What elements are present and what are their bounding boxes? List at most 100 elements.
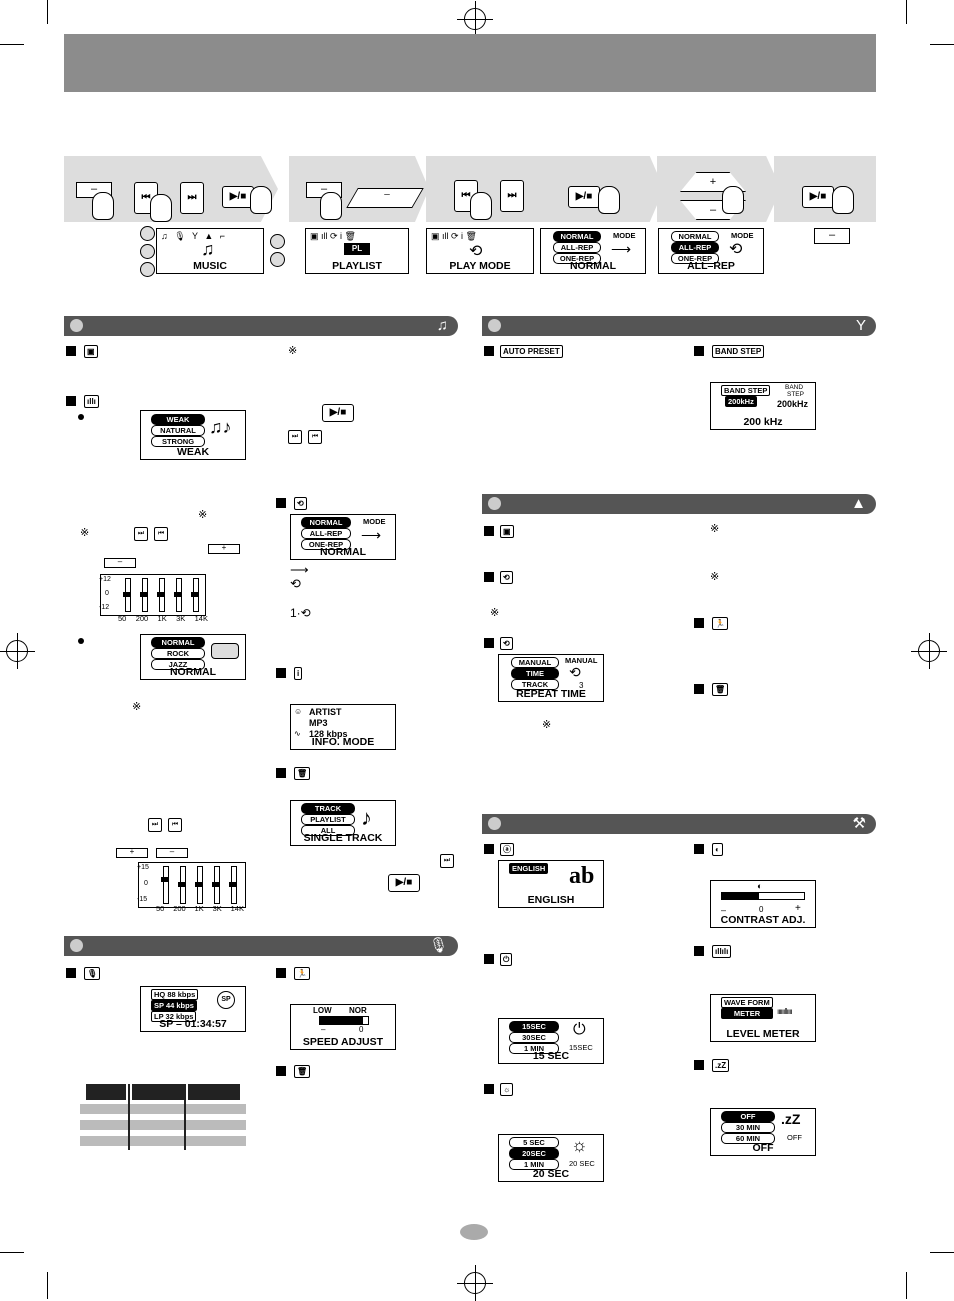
- repeat-icon: ⟲: [294, 497, 307, 510]
- mode-option: ONE-REP: [301, 539, 351, 550]
- prev-track-button[interactable]: ⏮: [154, 527, 168, 541]
- next-track-button[interactable]: ⏭: [180, 182, 204, 214]
- press-hand-icon: [470, 192, 492, 220]
- lcd-caption: SPEED ADJUST: [302, 1036, 384, 1048]
- eq-scale-label: 0: [105, 590, 109, 597]
- music-note-icon: ♪: [361, 805, 372, 830]
- bullet-square: [276, 768, 286, 778]
- lcd-auto-power-off: 15SEC 30SEC 1 MIN ⏻ 15SEC 15 SEC: [498, 1018, 604, 1064]
- power-option: 30SEC: [509, 1032, 559, 1043]
- minus-key[interactable]: –: [104, 558, 136, 568]
- meter-option: WAVE FORM: [721, 997, 773, 1008]
- section-dot: [488, 497, 501, 510]
- minus-key[interactable]: –: [156, 848, 188, 858]
- registration-mark-right: [911, 633, 947, 669]
- section-dot: [488, 319, 501, 332]
- play-stop-button[interactable]: ▶/■: [222, 186, 254, 208]
- lcd-caption: 20 SEC: [532, 1168, 570, 1180]
- sleep-option: 60 MIN: [721, 1133, 775, 1144]
- lcd-eq-level: WEAK NATURAL STRONG ♫♪ WEAK: [140, 410, 246, 460]
- speed-minus-label: –: [321, 1025, 326, 1034]
- plus-key[interactable]: +: [208, 544, 240, 554]
- section-bar-settings: ⚒: [482, 814, 876, 834]
- page-number-oval: [460, 1224, 488, 1240]
- section-bar-fm: Y: [482, 316, 876, 336]
- graduation-cap-icon: ▲: [851, 495, 866, 512]
- quality-option: LP 32 kbps: [151, 1011, 197, 1022]
- wrench-icon: ⚒: [852, 815, 866, 832]
- next-track-button[interactable]: ⏭: [148, 818, 162, 832]
- crop-mark: [0, 1252, 24, 1253]
- arrow-icon: ⟶: [611, 241, 632, 257]
- bullet-square: [484, 844, 494, 854]
- mode-option: NORMAL: [553, 231, 601, 242]
- contrast-zero-label: 0: [759, 905, 764, 914]
- jog-slide-icon[interactable]: –: [346, 188, 424, 208]
- press-hand-icon: [92, 192, 114, 220]
- eq-slider-knob[interactable]: [178, 882, 186, 887]
- play-stop-button[interactable]: ▶/■: [568, 186, 600, 208]
- eq-scale-label: -12: [99, 604, 110, 611]
- eq-band-label: 200: [135, 614, 149, 623]
- trash-icon: 🗑: [712, 683, 729, 696]
- press-hand-icon: [598, 186, 620, 214]
- band-step-option: BAND STEP: [721, 385, 771, 396]
- next-track-button[interactable]: ⏭: [134, 527, 148, 541]
- music-note-icon: ♫: [201, 239, 215, 259]
- sun-icon: ☼: [571, 1135, 588, 1155]
- repeat-icon: ⟲: [729, 241, 743, 258]
- eq-slider-knob[interactable]: [123, 592, 131, 597]
- power-side-label: 15SEC: [569, 1043, 593, 1052]
- callout-circle: [140, 262, 155, 277]
- eq-slider-knob[interactable]: [174, 592, 182, 597]
- lcd-caption: NORMAL: [569, 260, 617, 272]
- lcd-eq-preset: NORMAL ROCK JAZZ NORMAL: [140, 634, 246, 680]
- eq-slider-knob[interactable]: [212, 882, 220, 887]
- eq-slider-knob[interactable]: [229, 882, 237, 887]
- trash-icon: 🗑: [294, 1065, 311, 1078]
- bullet-square: [66, 346, 76, 356]
- mode-label: MODE: [731, 231, 754, 240]
- lcd-all-rep: NORMAL ALL-REP ONE-REP MODE ⟲ ALL–REP: [658, 228, 764, 274]
- eq-scale-label: -15: [137, 896, 148, 903]
- level-meter-icon: ıllılı: [712, 945, 732, 958]
- eq-band-label: 3K: [212, 904, 222, 913]
- band-side-label: BAND: [785, 384, 804, 391]
- section-bar-music: ♫: [64, 316, 458, 336]
- normal-mode-icon: ⟶: [290, 562, 309, 577]
- mode-label: MODE: [613, 231, 636, 240]
- bullet-dot: [78, 638, 84, 644]
- bullet-square: [694, 1060, 704, 1070]
- eq-slider-knob[interactable]: [195, 882, 203, 887]
- bullet-dot: [78, 414, 84, 420]
- power-option: 15SEC: [509, 1021, 559, 1032]
- meter-bars-icon: ıııııı‖ıııı: [777, 1007, 793, 1016]
- lcd-music: ♫ 🎙 Y ▲ ⌐ ♫ MUSIC: [156, 228, 264, 274]
- play-stop-button[interactable]: ▶/■: [802, 186, 834, 208]
- play-stop-button[interactable]: ▶/■: [388, 874, 420, 892]
- eq-slider-knob[interactable]: [140, 592, 148, 597]
- eq-slider-track[interactable]: [163, 866, 169, 904]
- bullet-square: [694, 346, 704, 356]
- eq-slider-knob[interactable]: [191, 592, 199, 597]
- lcd-repeat-time: MANUAL TIME TRACK MANUAL ⟲ 3 REPEAT TIME: [498, 654, 604, 702]
- minus-button[interactable]: –: [814, 228, 850, 244]
- eq-slider-knob[interactable]: [161, 877, 169, 883]
- next-track-button[interactable]: ⏭: [500, 180, 524, 212]
- eq-slider-knob[interactable]: [157, 592, 165, 597]
- plus-key[interactable]: +: [116, 848, 148, 858]
- prev-track-button[interactable]: ⏮: [168, 818, 182, 832]
- lcd-backlight: 5 SEC 20SEC 1 MIN ☼ 20 SEC 20 SEC: [498, 1134, 604, 1182]
- prev-track-button[interactable]: ⏮: [308, 430, 322, 444]
- lcd-info-mode: ARTIST MP3 128 kbps ☺ ∿ INFO. MODE: [290, 704, 396, 750]
- eq-band-label: 1K: [157, 614, 167, 623]
- one-repeat-icon: 1·⟲: [290, 606, 311, 620]
- next-track-button[interactable]: ⏭: [288, 430, 302, 444]
- lcd-caption: 200 kHz: [743, 416, 783, 428]
- mode-option: ALL-REP: [553, 242, 601, 253]
- next-track-button[interactable]: ⏭: [440, 854, 454, 868]
- crop-mark: [0, 44, 24, 45]
- press-hand-icon: [250, 186, 272, 214]
- registration-mark-bottom: [457, 1265, 493, 1301]
- play-stop-button[interactable]: ▶/■: [322, 404, 354, 422]
